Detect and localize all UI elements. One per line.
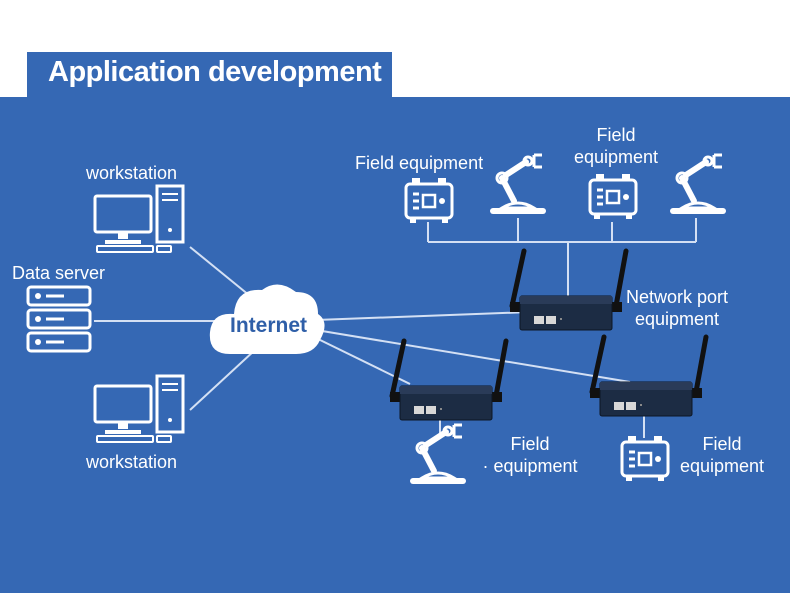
server-rack-icon xyxy=(26,285,92,353)
field-bottom-left-line2-text: equipment xyxy=(493,456,578,476)
network-port-label-line2: equipment xyxy=(634,309,720,329)
field-bottom-right-line1: Field xyxy=(702,434,742,454)
network-port-label-line1: Network port xyxy=(625,287,729,307)
main-panel xyxy=(0,97,790,593)
data-server-label: Data server xyxy=(12,263,106,283)
field-bottom-right-line2: equipment xyxy=(679,456,765,476)
desktop-computer-icon xyxy=(93,184,185,254)
workstation-bottom-label: workstation xyxy=(86,452,178,472)
robot-arm-icon xyxy=(410,425,466,484)
field-equipment-bottom-right-label: Field equipment xyxy=(672,433,772,477)
field-device-icon xyxy=(620,434,670,483)
cloud-icon xyxy=(209,284,325,354)
field-equipment-bottom-left-label: Field · equipment xyxy=(476,433,584,477)
field-bottom-left-line2: · equipment xyxy=(482,456,578,476)
robot-arm-icon xyxy=(670,155,726,214)
field-bottom-left-line1: Field xyxy=(510,434,550,454)
workstation-top-label: workstation xyxy=(86,163,178,183)
field-equipment-top-left-label: Field equipment xyxy=(355,153,484,173)
field-top-right-line1: Field xyxy=(596,125,636,145)
field-equipment-top-right-label: Field equipment xyxy=(566,124,666,168)
internet-label: Internet xyxy=(230,314,308,337)
network-port-label: Network port equipment xyxy=(616,286,738,330)
field-device-icon xyxy=(404,176,454,225)
title-tab xyxy=(27,52,392,97)
desktop-computer-icon xyxy=(93,374,185,444)
robot-arm-icon xyxy=(490,155,546,214)
field-device-icon xyxy=(588,172,638,221)
field-top-right-line2: equipment xyxy=(573,147,659,167)
page-title: Application development xyxy=(48,56,382,88)
router-icon xyxy=(590,337,706,416)
